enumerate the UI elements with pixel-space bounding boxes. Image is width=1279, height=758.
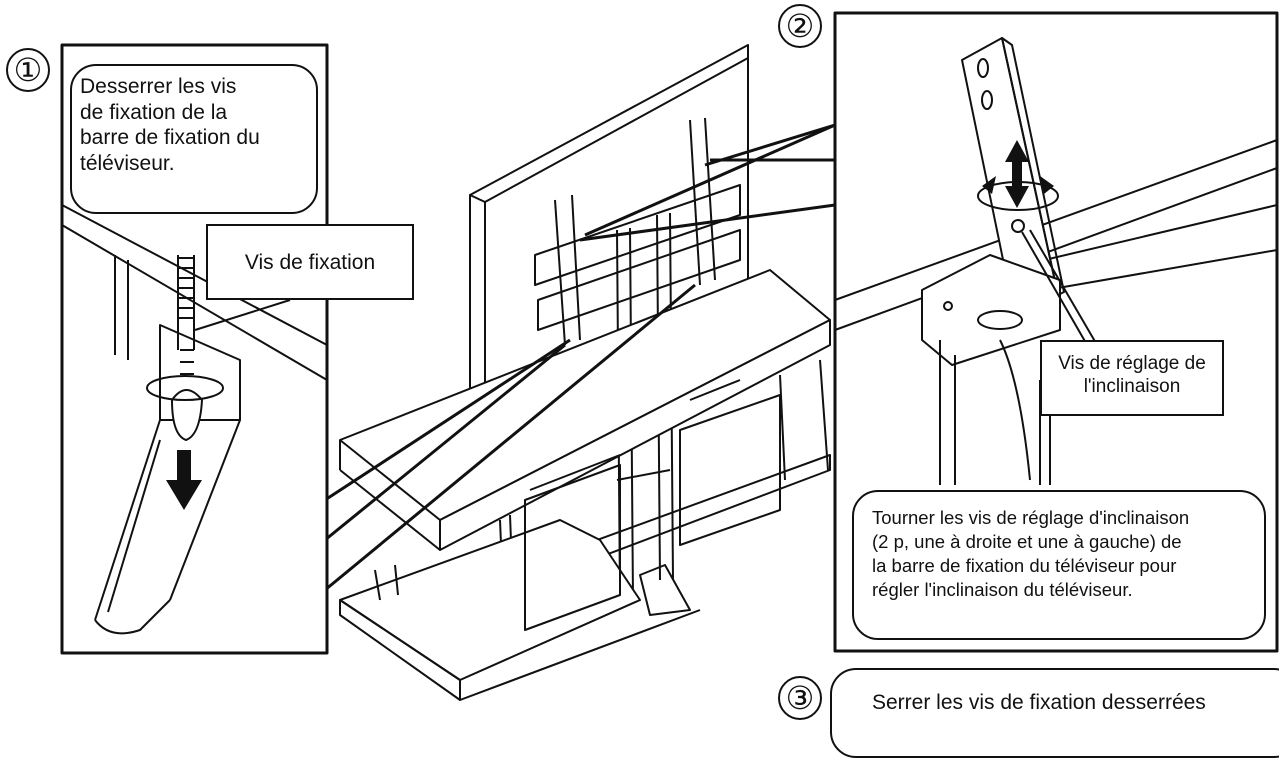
step1-instruction-line: de fixation de la xyxy=(80,100,228,124)
step1-instruction-text: Desserrer les vis de fixation de la barr… xyxy=(80,74,316,176)
step2-instruction-line: (2 p, une à droite et une à gauche) de xyxy=(872,531,1182,553)
step2-instruction-line: Tourner les vis de réglage d'inclinaison xyxy=(872,507,1190,528)
fixing-screw-label: Vis de fixation xyxy=(244,251,376,274)
step1-instruction-callout xyxy=(70,64,318,214)
step-number-2: ② xyxy=(778,4,822,48)
step-number-3: ③ xyxy=(778,676,822,720)
tilt-screw-label-line: l'inclinaison xyxy=(1083,376,1181,398)
step2-instruction-line: la barre de fixation du téléviseur pour xyxy=(872,555,1177,577)
leader-lines xyxy=(324,123,836,592)
step2-instruction-line: régler l'inclinaison du téléviseur. xyxy=(872,579,1133,601)
step2-instruction-text: Tourner les vis de réglage d'inclinaison… xyxy=(872,506,1258,602)
tv-stand-illustration xyxy=(339,44,831,701)
step-number-1: ① xyxy=(6,48,50,92)
step3-instruction-text: Serrer les vis de fixation desserrées xyxy=(872,691,1206,714)
step2-instruction-callout xyxy=(852,490,1266,640)
fixing-screw-label-box xyxy=(206,224,414,300)
tilt-arrows-icon xyxy=(982,140,1054,208)
step1-instruction-line: barre de fixation du xyxy=(80,126,260,150)
step1-instruction-line: Desserrer les vis xyxy=(80,75,237,98)
tilt-screw-label-line: Vis de réglage de xyxy=(1058,353,1206,374)
tilt-screw-label-box xyxy=(1040,340,1224,416)
tilt-screw-label: Vis de réglage de l'inclinaison xyxy=(1040,352,1224,398)
step1-instruction-line: téléviseur. xyxy=(80,151,175,175)
fixing-screw xyxy=(146,255,224,441)
down-arrow-icon xyxy=(166,450,202,510)
